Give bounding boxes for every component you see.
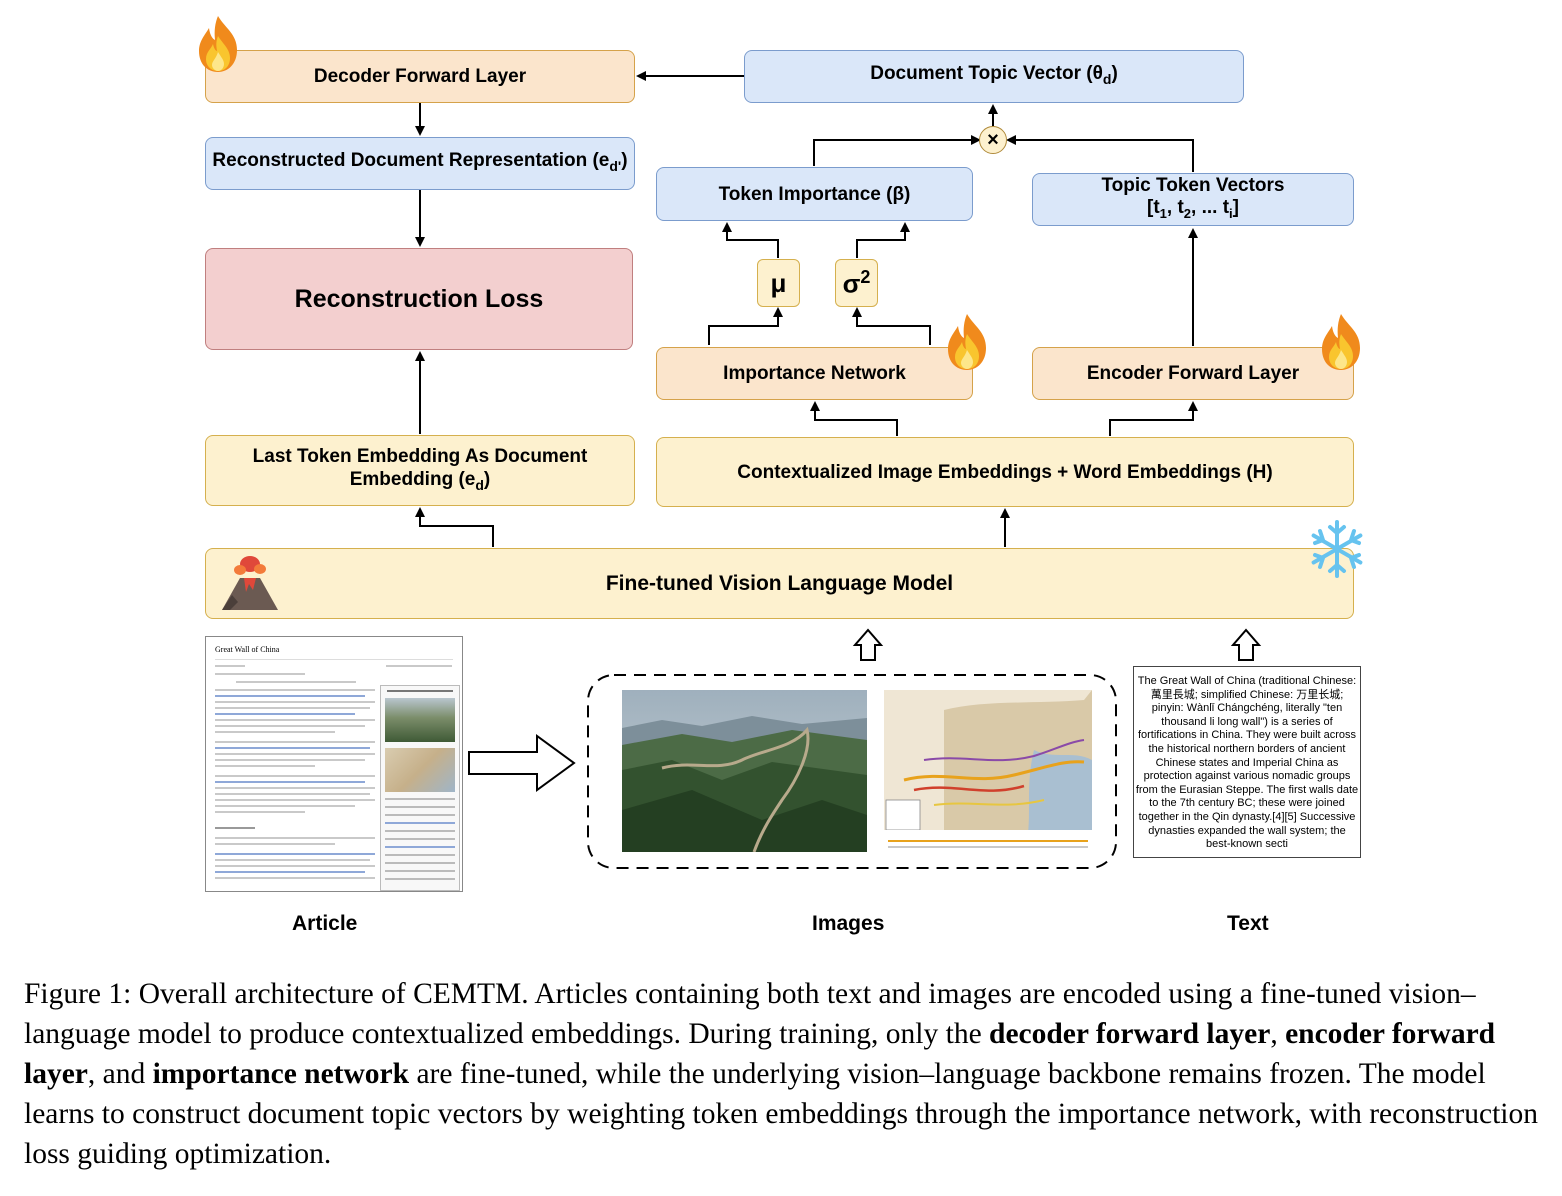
arrow-importance-to-mu <box>708 307 783 345</box>
document-topic-vector-label: Document Topic Vector (θd) <box>870 63 1118 87</box>
snowflake-icon <box>1311 520 1363 578</box>
encoder-forward-layer-label: Encoder Forward Layer <box>1086 363 1300 384</box>
arrow-topictokens-to-multiply <box>1006 135 1194 172</box>
decoder-forward-layer-label: Decoder Forward Layer <box>313 66 527 87</box>
article-thumbnail: Great Wall of China <box>205 636 463 892</box>
arrow-vlm-to-lasttoken <box>415 507 494 547</box>
text-excerpt: The Great Wall of China (traditional Chi… <box>1133 666 1361 858</box>
great-wall-map <box>884 690 1092 854</box>
vision-language-model: Fine-tuned Vision Language Model <box>205 548 1354 619</box>
article-label: Article <box>292 912 358 935</box>
hollow-arrow-images-to-vlm <box>852 628 884 661</box>
contextualized-embeddings: Contextualized Image Embeddings + Word E… <box>656 437 1354 507</box>
contextualized-embeddings-label: Contextualized Image Embeddings + Word E… <box>737 461 1273 483</box>
arrow-mu-to-importance <box>722 222 779 258</box>
mu-symbol: μ <box>770 267 787 298</box>
connection-arrows <box>415 71 1262 869</box>
text-excerpt-content: The Great Wall of China (traditional Chi… <box>1135 675 1359 851</box>
reconstruction-loss-label: Reconstruction Loss <box>294 284 544 313</box>
volcano-icon <box>222 556 278 610</box>
sigma-node: σ2 <box>835 259 878 307</box>
arrow-importance-to-sigma <box>852 307 931 345</box>
arrow-sigma-to-importance <box>856 222 910 258</box>
reconstructed-document-representation: Reconstructed Document Representation (e… <box>205 137 635 190</box>
big-arrow-article-to-images <box>468 734 576 792</box>
multiply-symbol: × <box>987 128 999 151</box>
reconstructed-document-representation-label: Reconstructed Document Representation (e… <box>212 150 628 174</box>
topic-token-vectors-label: Topic Token Vectors [t1, t2, ... ti] <box>1101 174 1285 221</box>
token-importance-label: Token Importance (β) <box>718 183 911 205</box>
sigma-symbol: σ2 <box>842 266 871 299</box>
article-thumbnail-title: Great Wall of China <box>215 645 280 654</box>
fire-icon <box>199 16 237 72</box>
article-infobox <box>380 685 460 891</box>
fire-icon <box>1322 314 1360 370</box>
token-importance: Token Importance (β) <box>656 167 973 221</box>
vision-language-model-label: Fine-tuned Vision Language Model <box>605 572 954 595</box>
multiply-node: × <box>979 126 1007 154</box>
images-label: Images <box>812 912 885 935</box>
importance-network-label: Importance Network <box>723 363 906 384</box>
importance-network: Importance Network <box>656 347 973 400</box>
last-token-embedding-label: Last Token Embedding As Document Embeddi… <box>252 445 588 493</box>
arrow-context-to-encoder <box>1109 401 1198 436</box>
text-label: Text <box>1227 912 1269 935</box>
topic-token-vectors: Topic Token Vectors [t1, t2, ... ti] <box>1032 173 1354 226</box>
arrow-context-to-importance <box>810 401 898 436</box>
great-wall-photo <box>622 690 867 852</box>
figure-caption: Figure 1: Overall architecture of CEMTM.… <box>24 978 1538 1170</box>
hollow-arrow-text-to-vlm <box>1230 628 1262 661</box>
document-topic-vector: Document Topic Vector (θd) <box>744 50 1244 103</box>
images-container <box>587 674 1117 869</box>
reconstruction-loss: Reconstruction Loss <box>205 248 633 350</box>
decoder-forward-layer: Decoder Forward Layer <box>205 50 635 103</box>
mu-node: μ <box>757 259 800 307</box>
last-token-embedding: Last Token Embedding As Document Embeddi… <box>205 435 635 506</box>
encoder-forward-layer: Encoder Forward Layer <box>1032 347 1354 400</box>
arrow-importance-to-multiply <box>813 135 981 166</box>
fire-icon <box>948 314 986 370</box>
